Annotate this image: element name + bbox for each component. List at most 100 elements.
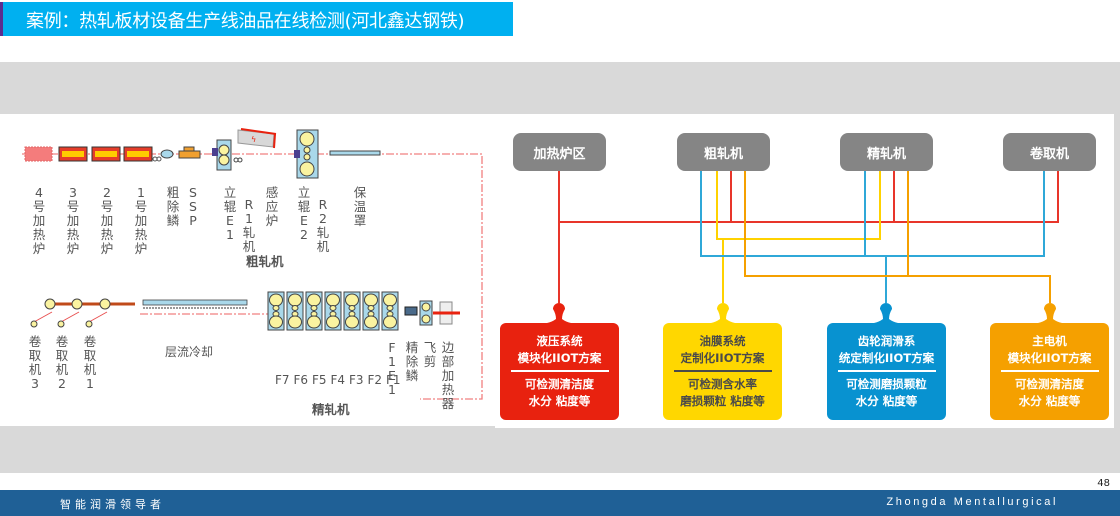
r2-mill-icon [294, 129, 319, 179]
node-heating-zone: 加热炉区 [513, 133, 606, 171]
card-desc-line: 磨损颗粒 粘度等 [680, 394, 765, 408]
flow-line [22, 153, 483, 400]
flying-shear-icon [419, 300, 433, 326]
label-furnace-3: 3号加热炉 [66, 185, 80, 256]
label-induction-furnace: 感应炉 [265, 185, 279, 228]
card-main-motor: 主电机模块化IIOT方案 可检测清洁度水分 粘度等 [990, 323, 1109, 420]
card-title-line: 油膜系统 [699, 334, 746, 348]
rough-descaler-icon [160, 149, 174, 159]
connector-pin-icon [547, 303, 571, 323]
induction-furnace-icon: ϟ [237, 128, 277, 149]
title-accent [0, 2, 3, 36]
card-title-line: 液压系统 [536, 334, 583, 348]
card-title-line: 模块化IIOT方案 [517, 351, 602, 365]
finish-mill-section-label: 精轧机 [312, 402, 350, 417]
connector-pin-icon [711, 303, 735, 323]
card-divider [673, 370, 772, 372]
connector-pin-icon [874, 303, 898, 323]
connector-pin-icon [1038, 303, 1062, 323]
label-furnace-1: 1号加热炉 [134, 185, 148, 256]
footer-bar: 智能润滑领导者 Zhongda Mentallurgical [0, 490, 1120, 516]
label-coiler-1: 卷取机1 [83, 334, 97, 391]
label-coiler-3: 卷取机3 [28, 334, 42, 391]
furnace-3-icon [58, 146, 88, 162]
node-label: 精轧机 [866, 146, 906, 162]
label-f1e1: F1E1 [388, 340, 396, 397]
card-title-line: 统定制化IIOT方案 [838, 351, 935, 365]
stand-icon-f6 [286, 291, 304, 331]
node-finish-mill: 精轧机 [840, 133, 933, 171]
label-heat-cover: 保温罩 [353, 185, 367, 228]
card-desc-line: 水分 粘度等 [528, 394, 591, 408]
roller-icon [156, 156, 162, 162]
label-furnace-4: 4号加热炉 [32, 185, 46, 256]
card-oil-film-system: 油膜系统定制化IIOT方案 可检测含水率磨损颗粒 粘度等 [663, 323, 782, 420]
roller-icon [233, 157, 239, 163]
stand-icon-f5 [305, 291, 323, 331]
production-line-graphic: ϟ [22, 128, 483, 400]
footer-company: Zhongda Mentallurgical [886, 496, 1058, 508]
label-edger-e2: 立辊E2 [297, 185, 311, 242]
stand-icon-f4 [324, 291, 342, 331]
production-line-diagram: ϟ [0, 114, 495, 426]
card-gear-lube-system: 齿轮润滑系统定制化IIOT方案 可检测磨损颗粒水分 粘度等 [827, 323, 946, 420]
stand-icon-f2 [362, 291, 380, 331]
iiot-system-diagram: 加热炉区 粗轧机 精轧机 卷取机 液压系统模块化IIOT方案 可检测清洁度水分 … [495, 116, 1114, 428]
stand-icon-f7 [267, 291, 285, 331]
ssp-icon [178, 146, 201, 159]
label-edge-heater: 边部加热器 [441, 340, 455, 411]
connection-line [716, 171, 881, 240]
connection-line [700, 171, 1045, 257]
label-r1-mill: R1轧机 [242, 197, 256, 254]
label-stand-f1: F1 [386, 373, 401, 387]
label-stand-f2: F2 [367, 373, 383, 387]
label-flying-shear: 飞剪 [423, 340, 437, 369]
footer-slogan: 智能润滑领导者 [60, 498, 165, 511]
page-number: 48 [1097, 478, 1110, 489]
connection-line [744, 171, 1051, 303]
finish-descaler-icon [404, 306, 418, 316]
label-finish-descaler: 精除鳞 [405, 340, 419, 383]
label-r2-mill: R2轧机 [316, 197, 330, 254]
frame-bottom-band [0, 426, 1120, 473]
page-title: 案例：热轧板材设备生产线油品在线检测(河北鑫达钢铁) [26, 11, 465, 32]
edger-e1-icon [212, 139, 232, 171]
node-rough-mill: 粗轧机 [677, 133, 770, 171]
card-hydraulic-system: 液压系统模块化IIOT方案 可检测清洁度水分 粘度等 [500, 323, 619, 420]
connection-line [559, 171, 1059, 223]
label-stand-f3: F3 [349, 373, 364, 387]
furnace-1-icon [123, 146, 153, 162]
card-divider [1000, 370, 1099, 372]
label-stand-f5: F5 [312, 373, 327, 387]
card-divider [837, 370, 936, 372]
card-title-line: 主电机 [1032, 334, 1067, 348]
node-label: 加热炉区 [533, 146, 586, 162]
card-desc-line: 可检测含水率 [688, 377, 757, 391]
edge-heater-icon [433, 301, 460, 325]
roller-icon [152, 156, 158, 162]
stand-icon-f3 [343, 291, 361, 331]
frame-right-band [1114, 114, 1120, 426]
stand-icon-f1 [381, 291, 399, 331]
card-desc-line: 水分 粘度等 [855, 394, 918, 408]
title-bar: 案例：热轧板材设备生产线油品在线检测(河北鑫达钢铁) [0, 2, 513, 36]
node-coiler: 卷取机 [1003, 133, 1096, 171]
label-rough-descaler: 粗除鳞 [166, 185, 180, 228]
coiler-line [30, 298, 135, 328]
card-desc-line: 可检测清洁度 [1015, 377, 1084, 391]
label-stand-f4: F4 [330, 373, 346, 387]
card-title-line: 模块化IIOT方案 [1007, 351, 1092, 365]
card-desc-line: 水分 粘度等 [1018, 394, 1081, 408]
laminar-cooling-icon [142, 299, 248, 309]
furnace-4-icon [24, 146, 53, 162]
card-desc-line: 可检测磨损颗粒 [846, 377, 927, 391]
label-coiler-2: 卷取机2 [55, 334, 69, 391]
card-desc-line: 可检测清洁度 [525, 377, 594, 391]
svg-text:ϟ: ϟ [251, 135, 256, 144]
label-stand-f7: F7 [275, 373, 290, 387]
roller-icon [237, 157, 243, 163]
connection-lines [547, 171, 1062, 323]
label-laminar-cooling: 层流冷却 [165, 345, 214, 359]
node-label: 粗轧机 [703, 146, 743, 162]
